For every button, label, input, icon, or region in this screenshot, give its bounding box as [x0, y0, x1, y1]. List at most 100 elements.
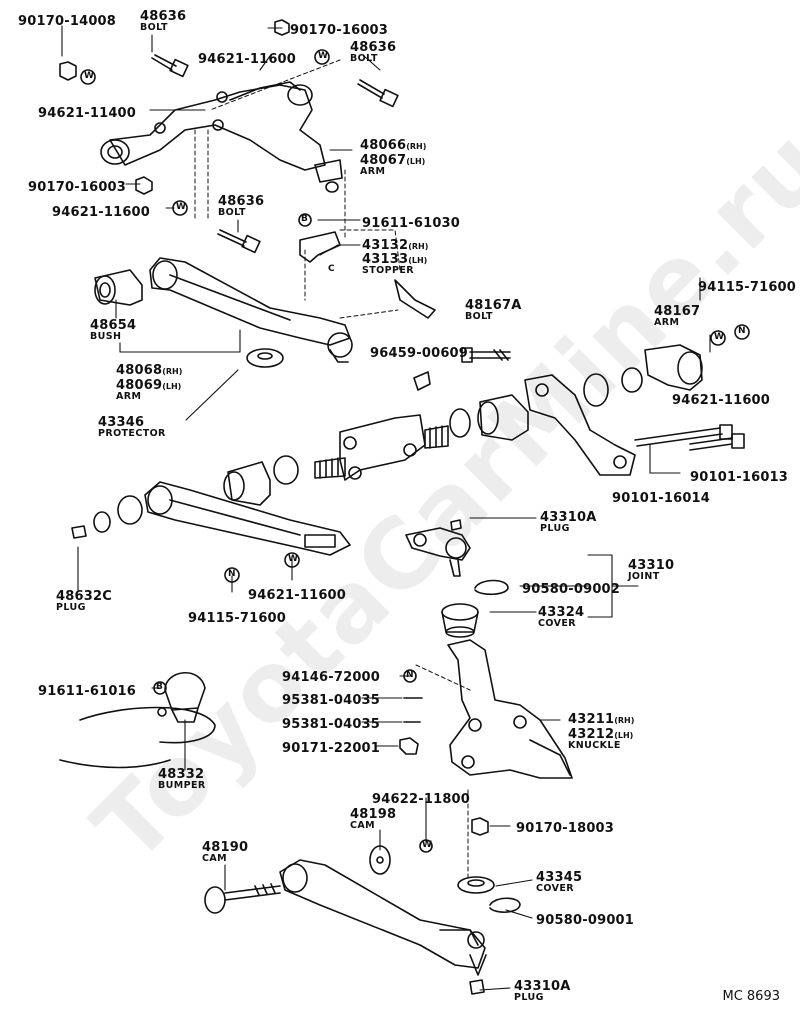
callout-43211-rh: 43211(RH)	[568, 710, 634, 726]
callout-94115-71600: 94115-71600	[698, 278, 796, 294]
part-number: 48167	[654, 304, 701, 319]
nut-90170-16003-top	[274, 19, 290, 36]
part-number: 43211	[568, 712, 615, 727]
part-name: PLUG	[514, 992, 544, 1003]
part-name: PLUG	[540, 523, 570, 534]
part-name: BUMPER	[158, 780, 206, 791]
part-number: 90170-14008	[18, 14, 117, 29]
callout-48332: 48332 BUMPER	[158, 768, 206, 791]
part-number: 91611-61030	[362, 216, 461, 231]
cam-48198	[369, 845, 391, 875]
part-name: ARM	[116, 391, 142, 402]
callout-48069-lh: 48069(LH) ARM	[116, 376, 181, 402]
symbol-n: N	[228, 569, 236, 579]
part-number: 90101-16014	[612, 491, 711, 506]
bolt-48636-top	[151, 54, 189, 78]
part-number: 94115-71600	[698, 280, 797, 295]
bolts-90101	[634, 424, 745, 451]
washer-94621-11600-right	[710, 330, 726, 346]
callout-90580-09002: 90580-09002	[522, 580, 620, 596]
callout-90170-18003: 90170-18003	[516, 819, 614, 835]
strut-bracket	[524, 374, 636, 476]
yoke-bracket	[314, 414, 449, 481]
part-number: 48069	[116, 378, 163, 393]
washer-94621-11600-lower	[284, 552, 300, 568]
part-number: 94115-71600	[188, 611, 287, 626]
lower-control-arm-bottom	[279, 859, 486, 969]
part-number: 90171-22001	[282, 741, 381, 756]
symbol-b: B	[301, 214, 308, 224]
callout-43132-rh: 43132(RH)	[362, 236, 428, 252]
arm-48167	[644, 344, 703, 391]
side-suffix: (LH)	[614, 731, 634, 740]
side-suffix: (RH)	[408, 242, 429, 251]
part-number: 48167A	[465, 298, 522, 313]
callout-48066-rh: 48066(RH)	[360, 136, 426, 152]
callout-43310A-bottom: 43310A PLUG	[514, 980, 571, 1003]
callout-43346: 43346 PROTECTOR	[98, 416, 166, 439]
callout-90171-22001: 90171-22001	[282, 739, 380, 755]
part-number: 43212	[568, 727, 615, 742]
callout-48654: 48654 BUSH	[90, 319, 136, 342]
part-name: CAM	[202, 853, 227, 864]
symbol-b: B	[156, 682, 163, 692]
part-number: 48190	[202, 840, 249, 855]
upper-arm-48066	[100, 81, 343, 193]
part-name: PLUG	[56, 602, 86, 613]
bolt-48636-right	[357, 79, 399, 108]
bolt-48636-mid	[217, 229, 261, 254]
washer-94622-11800	[419, 839, 433, 853]
part-number: 43132	[362, 238, 409, 253]
callout-48190: 48190 CAM	[202, 841, 248, 864]
symbol-n: N	[738, 326, 746, 336]
part-number: 48198	[350, 807, 397, 822]
part-number: 48067	[360, 153, 407, 168]
callout-48198: 48198 CAM	[350, 808, 396, 831]
callout-95381-04035-1: 95381-04035	[282, 691, 380, 707]
part-number: 90580-09001	[536, 913, 635, 928]
protector-43346	[246, 348, 284, 368]
callout-48068-rh: 48068(RH)	[116, 361, 182, 377]
part-number: 95381-04035	[282, 693, 381, 708]
callout-43310: 43310 JOINT	[628, 559, 674, 582]
part-name: BOLT	[465, 311, 493, 322]
snap-ring-90580-09002	[474, 579, 509, 596]
side-suffix: (LH)	[406, 157, 426, 166]
part-number: 90580-09002	[522, 582, 621, 597]
cam-bolt-48190	[204, 883, 281, 914]
nut-90170-18003	[471, 817, 489, 836]
part-number: 94621-11600	[198, 52, 297, 67]
callout-95381-04035-2: 95381-04035	[282, 715, 380, 731]
callout-94621-11400: 94621-11400	[38, 104, 136, 120]
grease-fitting-96459	[413, 371, 431, 391]
part-number: 94621-11600	[52, 205, 151, 220]
knuckle-43211	[447, 639, 573, 779]
symbol-b-91611-61030	[298, 213, 312, 227]
stopper-bracket	[394, 279, 436, 319]
callout-94622-11800: 94622-11800	[372, 790, 470, 806]
callout-94146-72000: 94146-72000	[282, 668, 380, 684]
symbol-w: W	[84, 71, 94, 81]
callout-48167A: 48167A BOLT	[465, 299, 522, 322]
nut-90171-22001	[399, 737, 419, 755]
nut-94146-72000	[403, 669, 417, 683]
lower-arm-48068	[149, 257, 353, 363]
callout-48167: 48167 ARM	[654, 305, 700, 328]
symbol-n: N	[406, 670, 414, 680]
part-number: 43310A	[540, 510, 597, 525]
part-number: 48654	[90, 318, 137, 333]
part-name: BOLT	[350, 53, 378, 64]
callout-90170-16003-left: 90170-16003	[28, 178, 126, 194]
part-number: 43310	[628, 558, 675, 573]
side-suffix: (RH)	[406, 142, 427, 151]
callout-91611-61030: 91611-61030	[362, 214, 460, 230]
part-number: 90170-18003	[516, 821, 615, 836]
part-number: 48636	[350, 40, 397, 55]
callout-48636-top: 48636 BOLT	[140, 10, 186, 33]
part-name: COVER	[538, 618, 576, 629]
side-suffix: (RH)	[614, 716, 635, 725]
part-number: 90101-16013	[690, 470, 789, 485]
part-name: BUSH	[90, 331, 122, 342]
